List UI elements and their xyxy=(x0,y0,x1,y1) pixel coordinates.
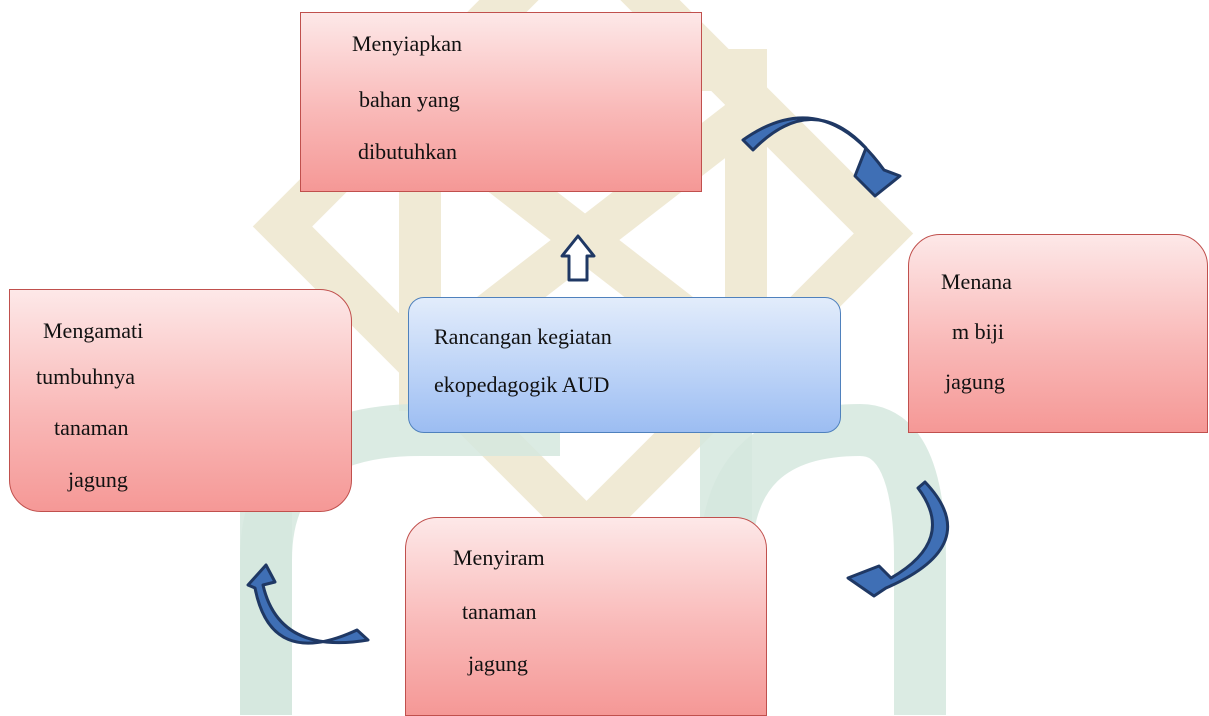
step-observe-line-3: tanaman xyxy=(54,415,129,440)
step-prepare-line-3: dibutuhkan xyxy=(358,139,457,164)
step-observe-line-2: tumbuhnya xyxy=(36,364,135,389)
central-concept-line-1: Rancangan kegiatan xyxy=(434,324,612,349)
step-prepare-materials-box xyxy=(300,12,702,192)
step-water-line-1: Menyiram xyxy=(453,545,545,570)
step-observe-line-4: jagung xyxy=(68,467,128,492)
step-observe-growth-box xyxy=(9,289,352,512)
central-concept-box xyxy=(408,297,841,433)
step-plant-line-2: m biji xyxy=(952,319,1004,344)
central-concept-line-2: ekopedagogik AUD xyxy=(434,372,610,397)
step-prepare-line-2: bahan yang xyxy=(359,87,460,112)
step-water-plants-box xyxy=(405,517,767,716)
step-plant-line-3: jagung xyxy=(945,369,1005,394)
step-prepare-line-1: Menyiapkan xyxy=(352,31,462,56)
step-plant-seeds-box xyxy=(908,234,1208,433)
step-water-line-3: jagung xyxy=(468,651,528,676)
step-water-line-2: tanaman xyxy=(462,599,537,624)
step-plant-line-1: Menana xyxy=(941,269,1012,294)
step-observe-line-1: Mengamati xyxy=(43,318,144,343)
